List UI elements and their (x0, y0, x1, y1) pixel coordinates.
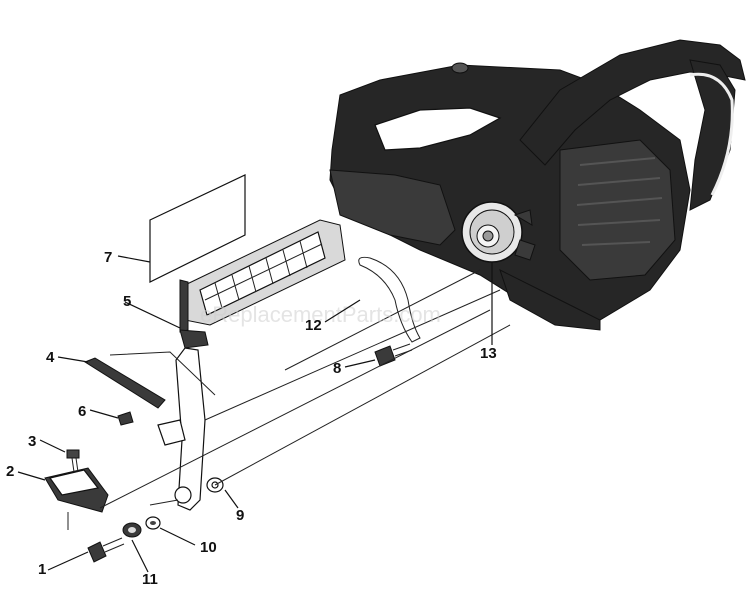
part-7-plate (149, 174, 246, 283)
assembly-lines (67, 269, 511, 530)
callout-7: 7 (104, 249, 112, 266)
mounting-bracket (157, 347, 206, 511)
callout-2: 2 (6, 463, 14, 480)
part-5-guard (179, 219, 346, 349)
callout-6: 6 (78, 403, 86, 420)
callout-13: 13 (480, 345, 497, 362)
part-6-screw (117, 411, 134, 426)
part-4-bar (83, 357, 166, 409)
part-12-cable (358, 256, 421, 343)
part-1-bolt (87, 537, 125, 563)
callout-10: 10 (200, 539, 217, 556)
callout-8: 8 (333, 360, 341, 377)
callout-1: 1 (38, 561, 46, 578)
callout-labels: 1 2 3 4 5 6 7 8 9 10 11 12 13 (6, 249, 497, 588)
callout-leaders (17, 255, 493, 573)
callout-11: 11 (142, 571, 158, 588)
chainsaw-housing (329, 39, 746, 331)
callout-5: 5 (123, 293, 131, 310)
part-10-washer (145, 516, 161, 530)
callout-4: 4 (46, 349, 55, 366)
part-8-bolt (374, 343, 413, 367)
callout-12: 12 (305, 317, 322, 334)
callout-3: 3 (28, 433, 36, 450)
watermark-text: eReplacementParts.com (200, 302, 441, 327)
part-3-screw (66, 449, 80, 473)
part-11-nut (122, 522, 142, 538)
callout-9: 9 (236, 507, 244, 524)
